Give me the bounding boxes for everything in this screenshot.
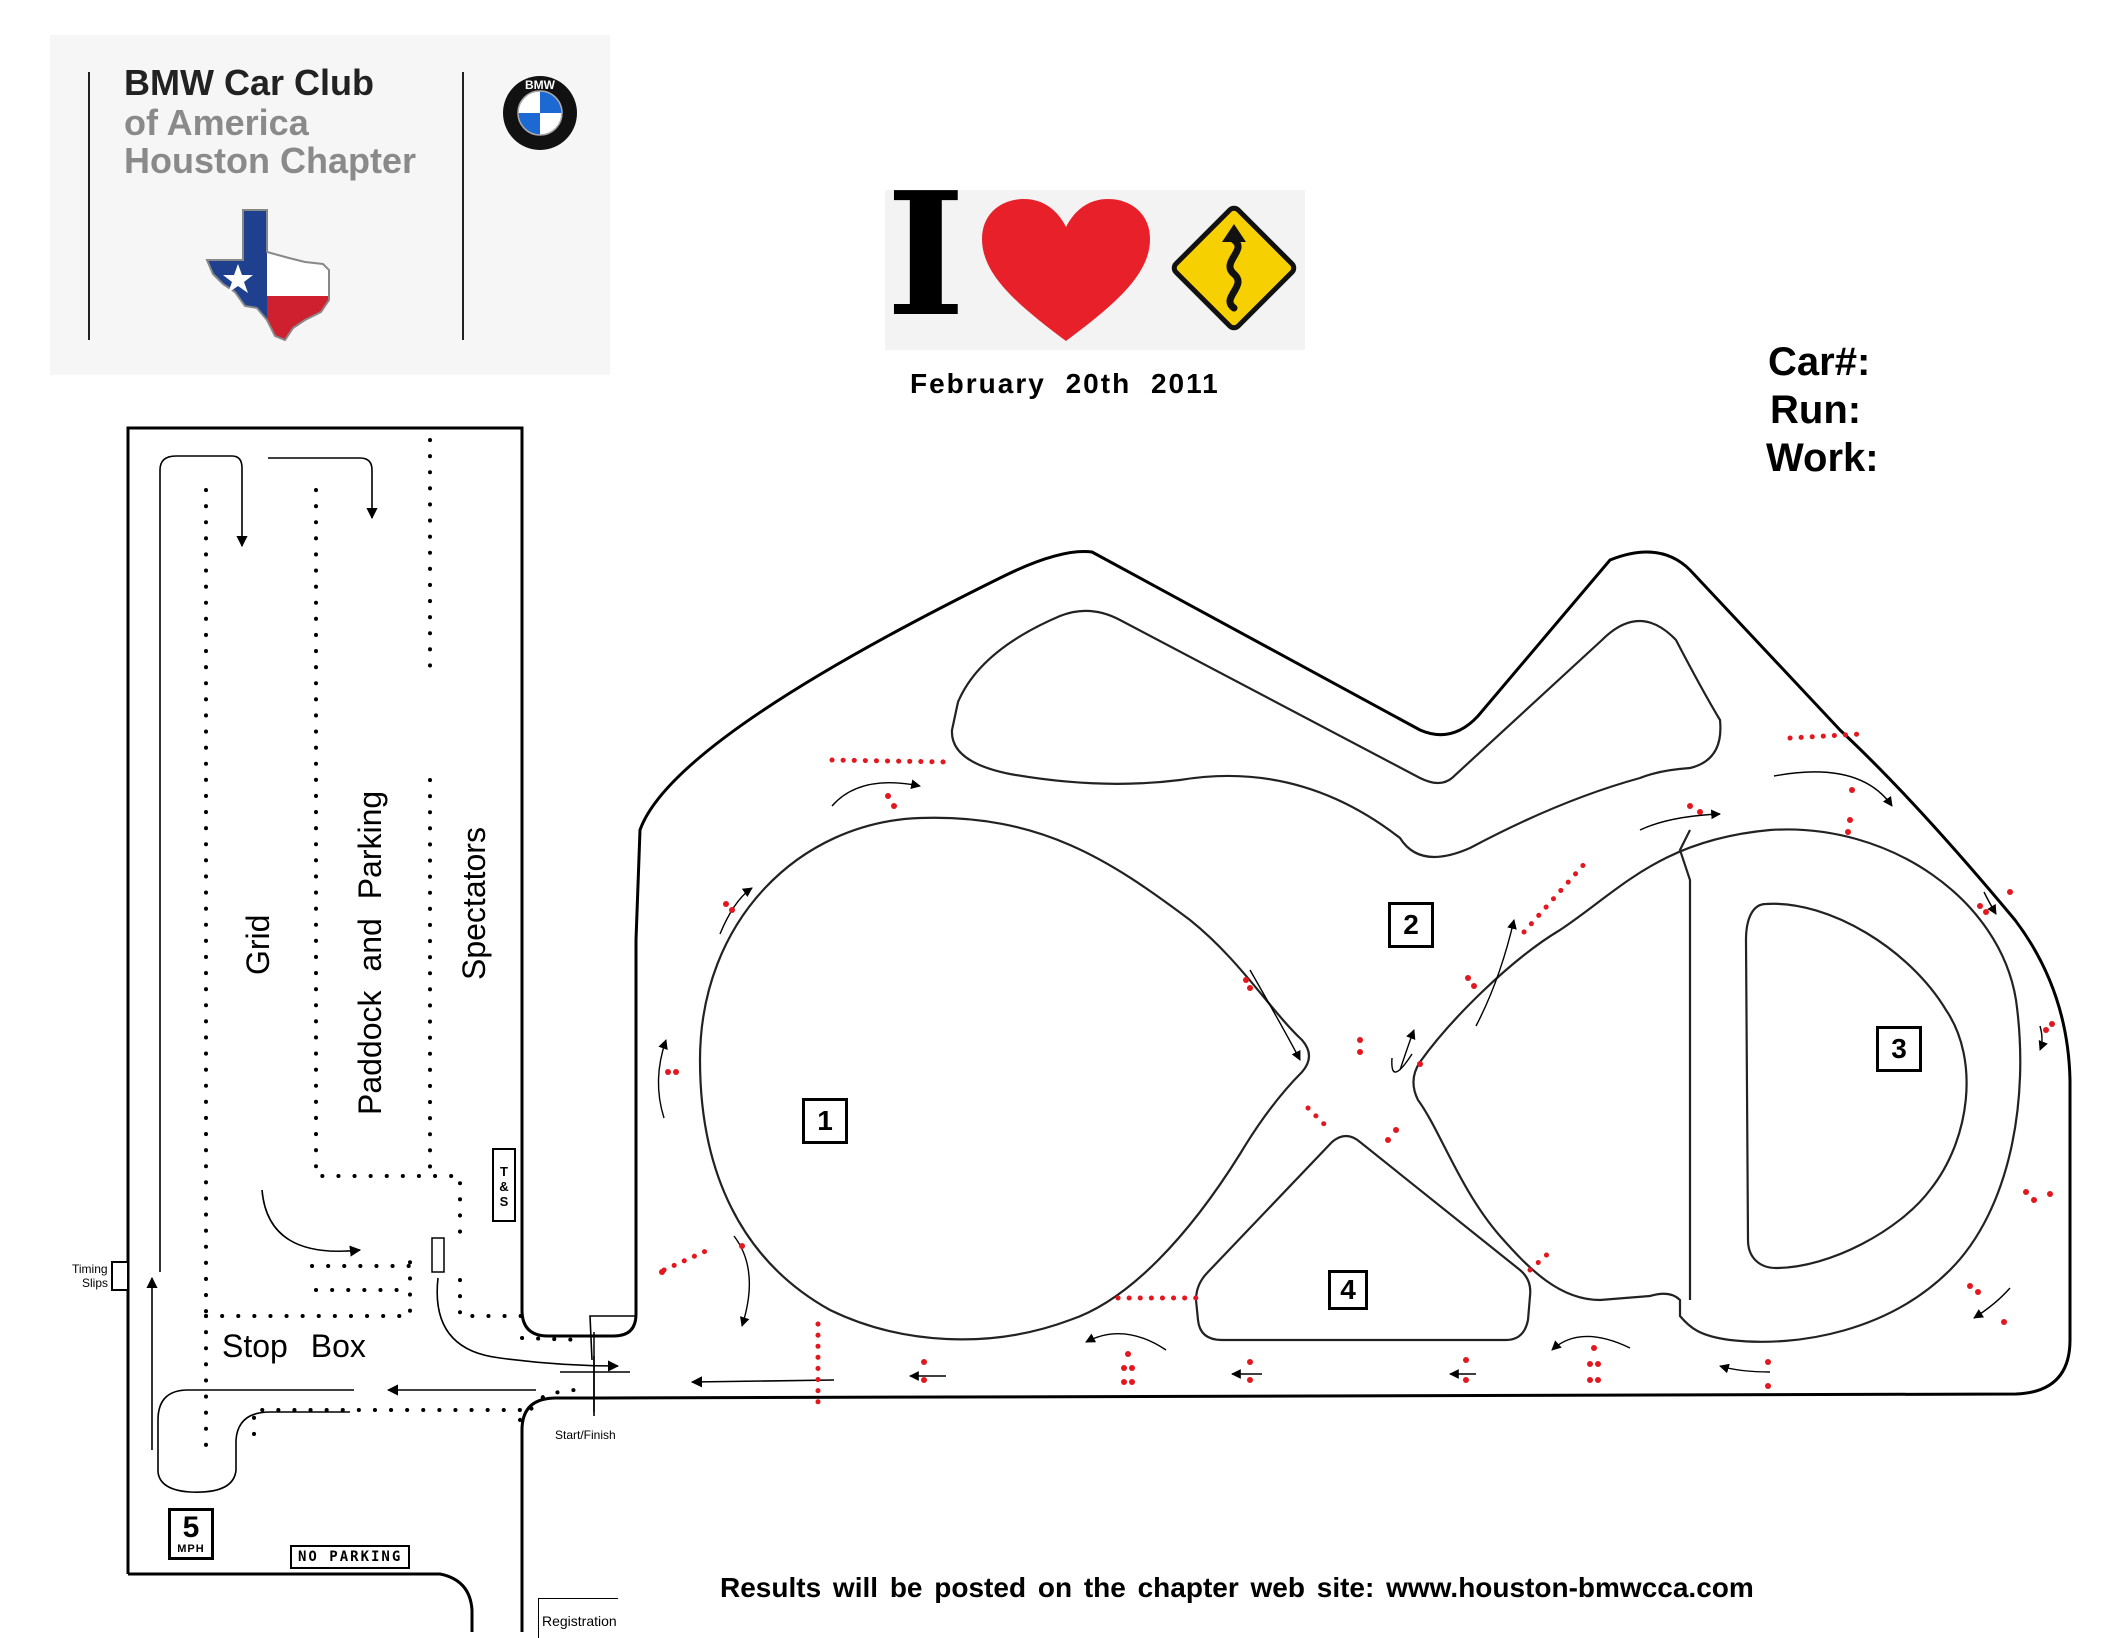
station-1: 1 xyxy=(802,1098,848,1144)
ts-line3: S xyxy=(499,1194,509,1209)
ts-line2: & xyxy=(499,1179,509,1194)
timing-slips-booth xyxy=(111,1261,129,1291)
speed-limit-unit: MPH xyxy=(177,1543,205,1555)
i-letter: I xyxy=(886,155,966,355)
event-date: February 20th 2011 xyxy=(910,368,1220,399)
registration-label: Registration xyxy=(538,1598,618,1638)
cone-markers xyxy=(659,731,2055,1407)
paddock-parking-label: Paddock and Parking xyxy=(352,790,388,1115)
run-label: Run: xyxy=(1770,388,1862,432)
club-name-line1: BMW Car Club xyxy=(124,62,374,103)
station-3: 3 xyxy=(1876,1026,1922,1072)
club-name-line3: Houston Chapter xyxy=(124,140,416,181)
car-number-label: Car#: xyxy=(1768,340,1871,384)
lot-boundaries xyxy=(126,426,2072,1632)
timing-slips-label-line2: Slips xyxy=(82,1276,109,1290)
ts-booth: T & S xyxy=(492,1148,516,1222)
station-4: 4 xyxy=(1328,1270,1368,1310)
start-finish-line xyxy=(560,1332,630,1412)
course-direction-arrows xyxy=(657,771,2048,1381)
spectators-label: Spectators xyxy=(456,827,492,980)
station-2: 2 xyxy=(1388,902,1434,948)
bmw-logo-icon: BMW xyxy=(503,76,577,150)
logo-divider-left xyxy=(88,72,90,340)
heart-icon xyxy=(982,199,1150,341)
stop-box-label: Stop Box xyxy=(222,1328,366,1364)
course-pad-outlines xyxy=(698,609,2022,1343)
no-parking-sign: NO PARKING xyxy=(290,1545,411,1569)
ts-line1: T xyxy=(500,1164,508,1179)
logo-divider-right xyxy=(462,72,464,340)
texas-flag-icon xyxy=(205,209,330,342)
cone-row xyxy=(661,731,1863,1407)
bmw-logo-letters: BMW xyxy=(525,78,556,92)
winding-road-sign-icon xyxy=(1171,205,1297,331)
speed-limit-value: 5 xyxy=(182,1511,200,1544)
start-finish-label: Start/Finish xyxy=(555,1428,616,1442)
results-notice: Results will be posted on the chapter we… xyxy=(720,1572,1754,1603)
work-label: Work: xyxy=(1766,436,1879,480)
grid-label: Grid xyxy=(240,914,276,975)
paddock-cone-lines xyxy=(204,438,584,1462)
speed-limit-sign: 5 MPH xyxy=(168,1508,214,1560)
booth-icon xyxy=(431,1237,445,1273)
paddock-guides xyxy=(146,455,835,1493)
club-name-line2: of America xyxy=(124,102,309,143)
timing-slips-label-line1: Timing xyxy=(72,1262,108,1276)
